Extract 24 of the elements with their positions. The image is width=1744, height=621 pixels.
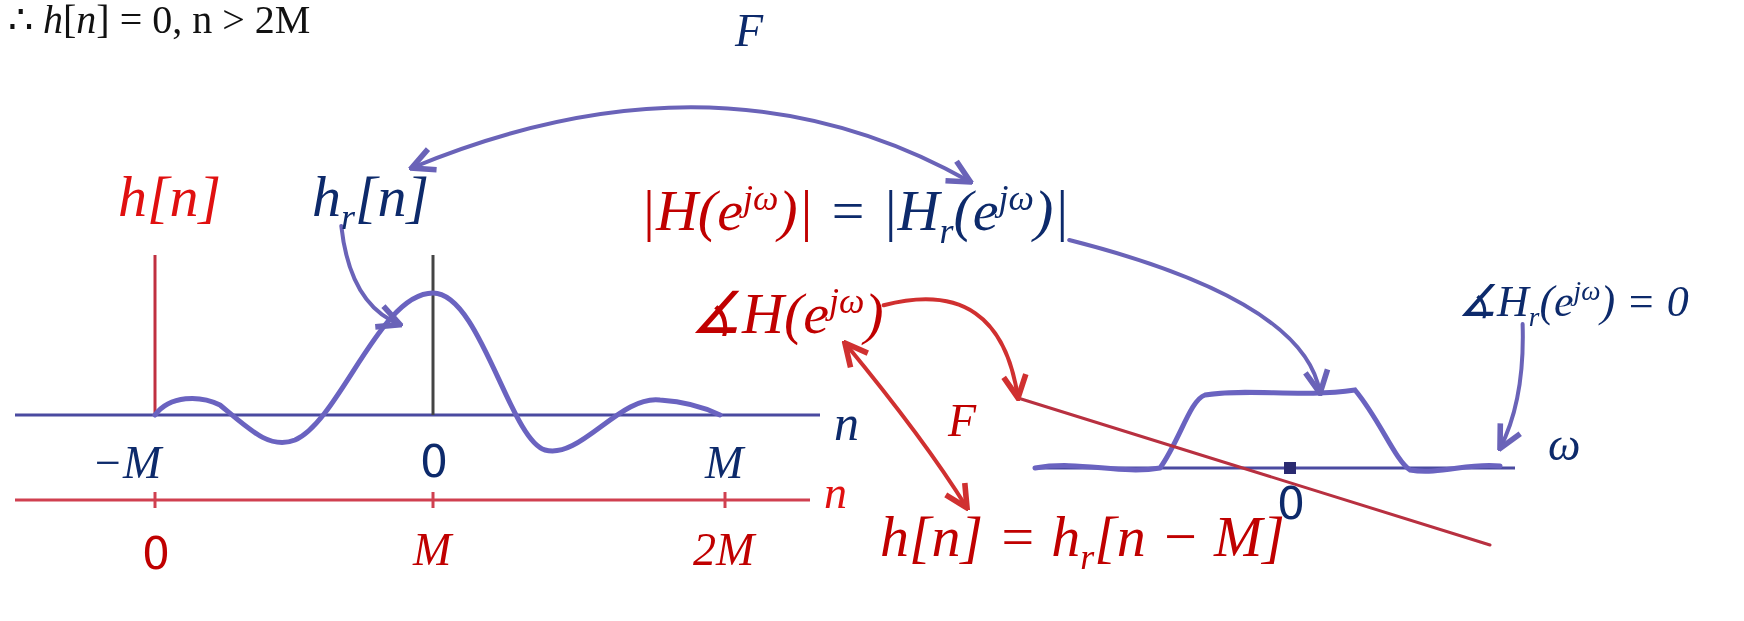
arrow (1496, 322, 1525, 452)
edge-label: F (948, 398, 977, 444)
axis-label: 2M (693, 527, 755, 573)
edge-label: F (735, 8, 764, 54)
axis-label: 0 (142, 532, 170, 576)
formula-text: |H(e$^{jω}$)| (640, 178, 814, 243)
axis-label: ω (1548, 422, 1581, 468)
axis-label: n (824, 470, 847, 516)
formula-text: ∡H$_{r}$(e$^{jω}$) = 0 (1458, 280, 1689, 324)
axis-label: M (705, 440, 744, 486)
formula-text: ∡H(e$^{jω}$) (690, 285, 884, 343)
formula-text: = |H$_{r}$(e$^{jω}$)| (828, 178, 1070, 243)
equation-text: ∴ h[n] = 0, n > 2M (8, 0, 311, 40)
axis-label: 0 (420, 440, 448, 484)
axis-label: h[n] (118, 168, 222, 226)
axis-label: −M (92, 440, 162, 486)
arrow (881, 297, 1028, 401)
double-arrow (842, 340, 970, 511)
signal-curve (1032, 387, 1503, 474)
axis-label: n (834, 398, 859, 448)
double-arrow (408, 105, 974, 185)
arrow (339, 224, 403, 329)
arrow (1067, 238, 1328, 397)
axis-label: M (413, 527, 452, 573)
